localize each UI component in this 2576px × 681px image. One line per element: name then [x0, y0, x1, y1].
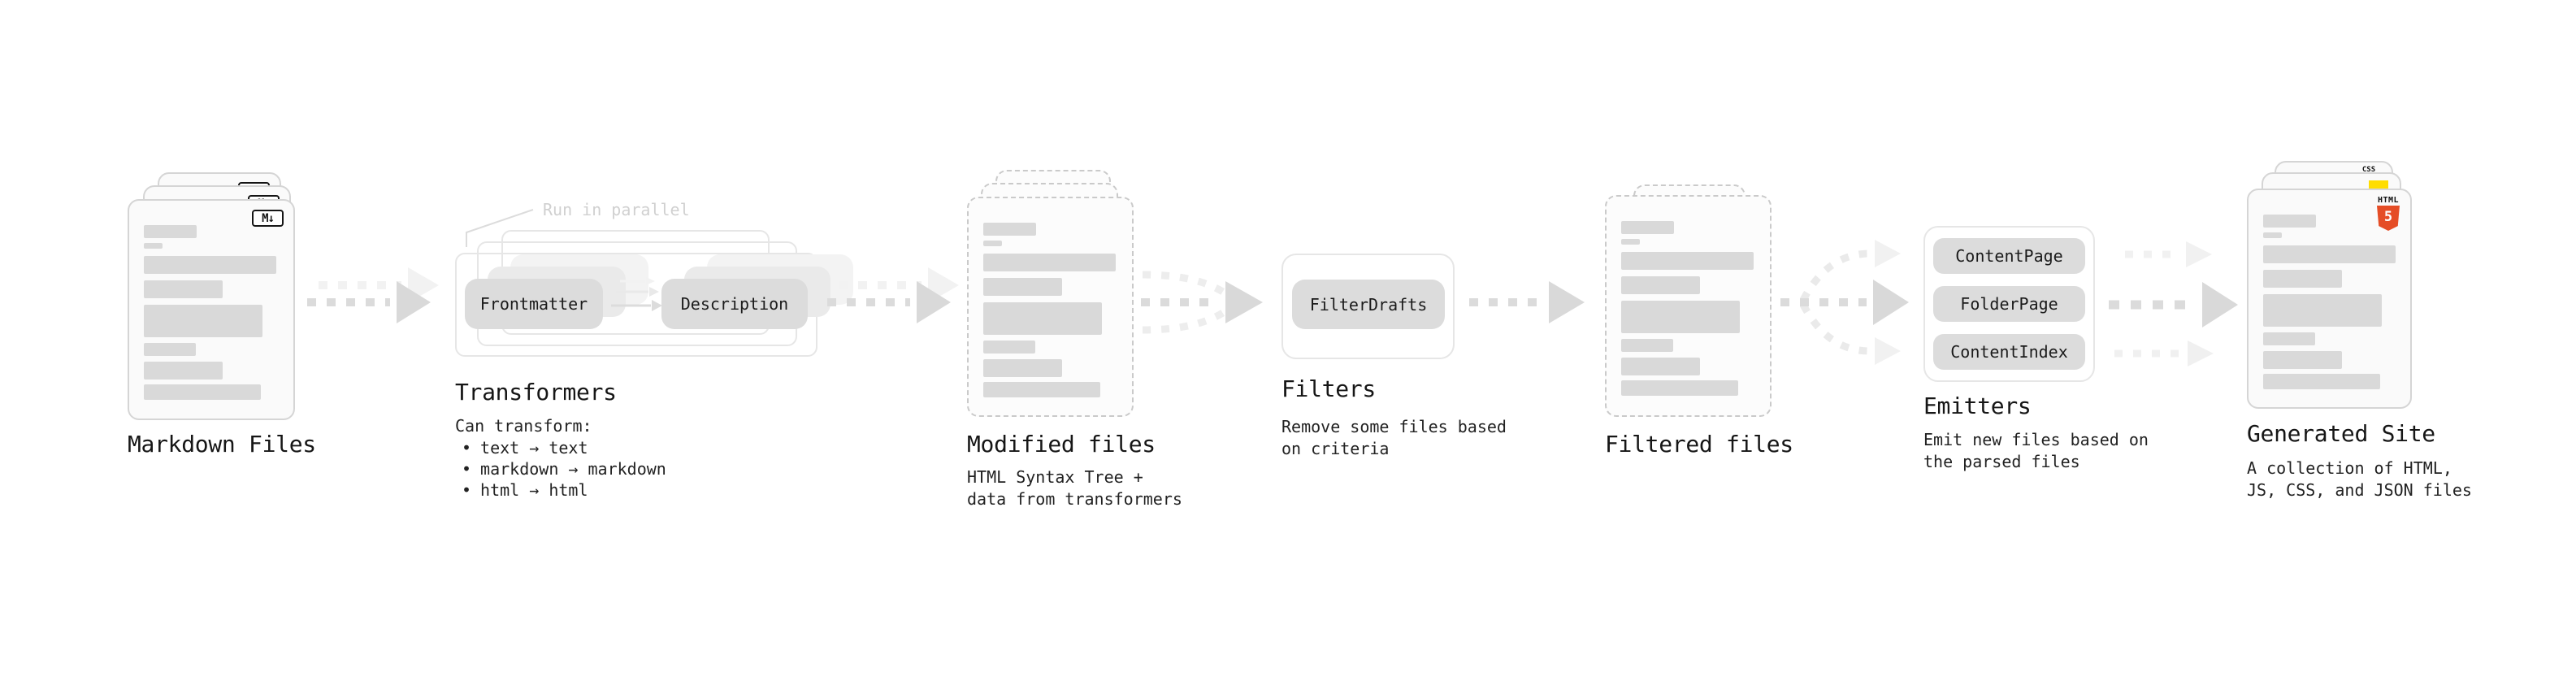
arrow-transformers-to-modified [827, 267, 959, 323]
generated-site-subtitle: A collection of HTML, JS, CSS, and JSON … [2247, 458, 2472, 501]
transformers-title: Transformers [455, 379, 617, 406]
transformers-bullet-list: • text → text • markdown → markdown • ht… [455, 437, 666, 501]
bullet-glyph: • [462, 480, 472, 500]
arrow-emitters-to-site [2109, 241, 2238, 367]
filters-title: Filters [1281, 375, 1376, 402]
bullet-text: markdown → markdown [480, 459, 666, 479]
placeholder-bar [2263, 351, 2342, 369]
transformers-heading: Can transform: [455, 416, 592, 436]
placeholder-bar [1621, 239, 1640, 245]
filters-subtitle: Remove some files based on criteria [1281, 416, 1507, 460]
bullet-item: • text → text [455, 437, 666, 458]
emitters-box [1923, 226, 2095, 382]
markdown-files-title: Markdown Files [128, 431, 316, 458]
placeholder-bar [1621, 358, 1700, 375]
bullet-text: html → html [480, 480, 588, 500]
folderpage-pill: FolderPage [1933, 286, 2085, 322]
note-leader-line [466, 209, 534, 247]
frontmatter-pill: Frontmatter [465, 279, 603, 329]
run-in-parallel-note: Run in parallel [543, 200, 690, 219]
placeholder-bar [983, 302, 1102, 335]
placeholder-bar [983, 254, 1116, 271]
placeholder-bar [144, 384, 261, 400]
html5-shield: 5 [2377, 206, 2400, 231]
markdown-file-card-front: M↓ [128, 199, 295, 420]
placeholder-bar [983, 382, 1100, 397]
placeholder-bar [2263, 245, 2396, 263]
subtitle-line: the parsed files [1923, 452, 2080, 471]
subtitle-line: HTML Syntax Tree + [967, 467, 1143, 487]
placeholder-bar [2263, 270, 2342, 288]
bullet-item: • html → html [455, 479, 666, 501]
parallel-transform-arrows [611, 277, 662, 311]
js-icon [2369, 180, 2388, 191]
placeholder-bar [1621, 221, 1674, 234]
emitters-subtitle: Emit new files based on the parsed files [1923, 429, 2149, 473]
arrow-filters-to-filtered [1469, 281, 1585, 323]
placeholder-bar [144, 305, 262, 337]
placeholder-bar [983, 278, 1062, 296]
filterdrafts-pill: FilterDrafts [1292, 280, 1445, 329]
contentindex-pill: ContentIndex [1933, 334, 2085, 370]
placeholder-bar [144, 343, 196, 356]
placeholder-bar [2263, 215, 2316, 228]
description-pill: Description [661, 279, 808, 329]
modified-files-title: Modified files [967, 431, 1156, 458]
placeholder-bar [1621, 380, 1738, 396]
placeholder-bar [144, 362, 223, 380]
placeholder-bar [2263, 374, 2380, 389]
placeholder-bar [1621, 301, 1740, 333]
placeholder-bar [983, 241, 1002, 246]
placeholder-bar [1621, 252, 1754, 270]
placeholder-bar [2263, 294, 2382, 327]
placeholder-bar [983, 223, 1036, 236]
site-file-card-html: HTML 5 [2247, 189, 2412, 409]
placeholder-bar [144, 280, 223, 298]
subtitle-line: data from transformers [967, 489, 1182, 509]
bullet-glyph: • [462, 438, 472, 458]
subtitle-line: JS, CSS, and JSON files [2247, 480, 2472, 500]
modified-file-card-front [967, 197, 1134, 417]
filters-box [1281, 254, 1455, 359]
arrow-filtered-to-emitters [1780, 240, 1909, 365]
bullet-text: text → text [480, 438, 588, 458]
bullet-item: • markdown → markdown [455, 458, 666, 479]
modified-files-subtitle: HTML Syntax Tree + data from transformer… [967, 466, 1182, 510]
placeholder-bar [1621, 339, 1673, 352]
generated-site-title: Generated Site [2247, 420, 2435, 447]
placeholder-bar [144, 243, 163, 249]
placeholder-bar [2263, 332, 2315, 345]
placeholder-bar [2263, 232, 2282, 238]
bullet-glyph: • [462, 459, 472, 479]
subtitle-line: A collection of HTML, [2247, 458, 2452, 478]
placeholder-bar [144, 256, 276, 274]
filtered-files-title: Filtered files [1605, 431, 1793, 458]
subtitle-line: Emit new files based on [1923, 430, 2149, 449]
emitters-title: Emitters [1923, 393, 2032, 419]
placeholder-bar [144, 225, 197, 238]
filtered-file-card-front [1605, 195, 1772, 417]
contentpage-pill: ContentPage [1933, 238, 2085, 274]
placeholder-bar [983, 340, 1035, 354]
html5-icon: HTML 5 [2376, 196, 2400, 231]
markdown-icon: M↓ [252, 210, 284, 227]
subtitle-line: on criteria [1281, 439, 1390, 458]
arrow-modified-to-filters [1141, 271, 1263, 334]
placeholder-bar [1621, 276, 1700, 294]
arrow-markdown-to-transformers [307, 267, 439, 323]
placeholder-bar [983, 359, 1062, 377]
subtitle-line: Remove some files based [1281, 417, 1507, 436]
